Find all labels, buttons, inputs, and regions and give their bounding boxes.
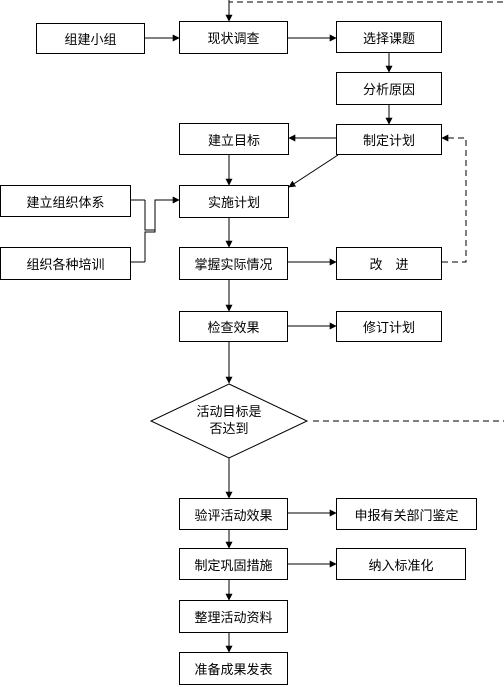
decision-diamond [149,383,309,459]
node-survey: 现状调查 [179,21,288,54]
node-report-dept: 申报有关部门鉴定 [336,498,477,530]
node-revise-plan: 修订计划 [336,311,442,342]
node-verify-effect: 验评活动效果 [179,498,288,530]
arrow-bracket-to-execute [154,196,180,230]
node-select-topic: 选择课题 [336,21,442,53]
node-set-goal: 建立目标 [179,123,289,155]
node-standardize: 纳入标准化 [336,548,466,580]
node-analyze-causes: 分析原因 [336,72,442,105]
node-execute-plan: 实施计划 [179,185,289,218]
node-build-org: 建立组织体系 [0,185,131,217]
feedback-top-dashed [228,0,504,3]
node-make-plan: 制定计划 [336,124,442,155]
node-goal-reached: 活动目标是 否达到 [196,405,262,437]
node-check-effect: 检查效果 [179,311,288,342]
node-improve: 改 进 [336,247,442,280]
feedback-improve-to-plan-dashed [441,134,467,263]
node-consolidate: 制定巩固措施 [179,548,288,580]
node-train: 组织各种培训 [0,247,131,280]
node-grasp-situation: 掌握实际情况 [179,247,288,280]
node-organize-materials: 整理活动资料 [179,600,288,633]
node-prepare-release: 准备成果发表 [179,652,288,685]
line-org-train-bracket [144,200,156,262]
arrow-plan-to-execute [288,154,339,188]
node-form-group: 组建小组 [36,23,145,54]
